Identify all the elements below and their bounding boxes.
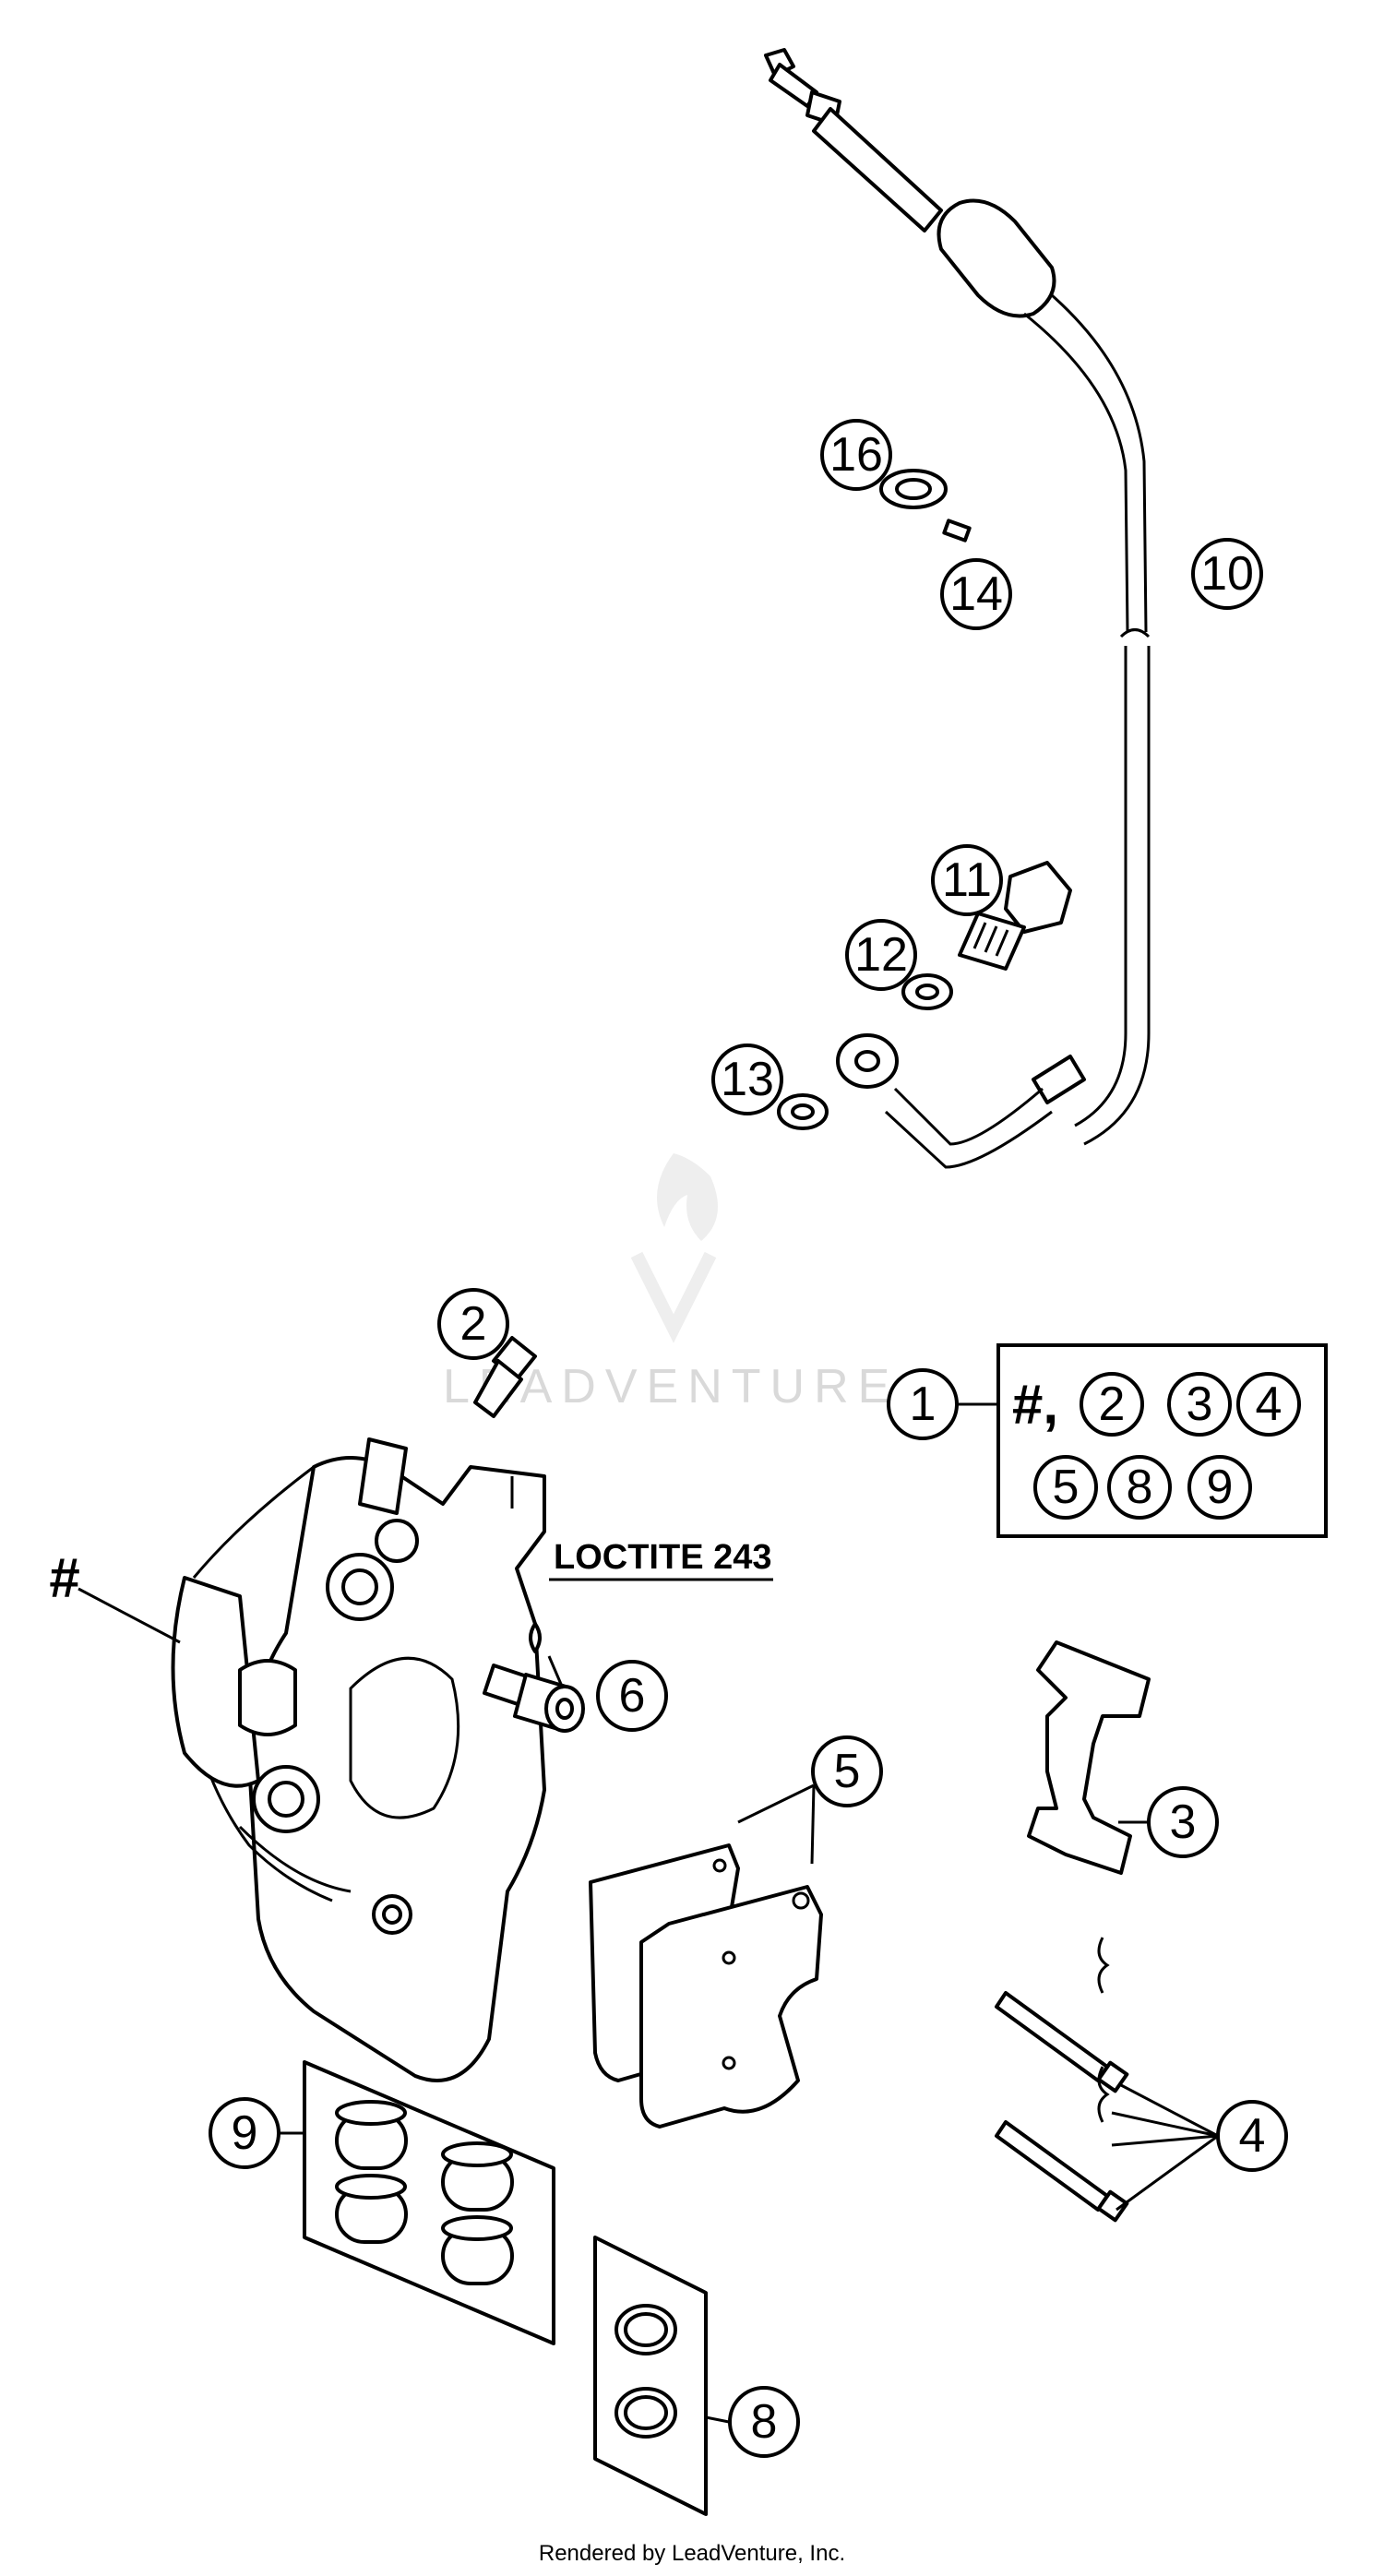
clip-screw: [942, 519, 972, 543]
svg-text:14: 14: [949, 567, 1003, 621]
callout-3: 3: [1147, 1786, 1219, 1858]
callout-8: 8: [728, 2386, 800, 2458]
callout-2: 2: [437, 1288, 509, 1360]
bleeder-screw: [473, 1336, 537, 1418]
svg-text:11: 11: [942, 853, 992, 907]
pad-retaining-pins: [995, 1937, 1129, 2223]
callout-11: 11: [931, 844, 1003, 916]
loctite-label: LOCTITE 243: [554, 1538, 772, 1577]
svg-text:1: 1: [910, 1377, 937, 1431]
svg-text:8: 8: [751, 2395, 778, 2449]
svg-text:16: 16: [829, 428, 883, 482]
copper-washer-upper: [901, 973, 953, 1010]
pad-spring: [1027, 1640, 1151, 1875]
callout-16: 16: [820, 419, 892, 491]
caliper-hash-label: #: [49, 1547, 79, 1609]
kit-box-contents: #, 2 3 4 5 8 9: [1012, 1372, 1301, 1520]
banjo-bolt: [958, 861, 1072, 971]
brake-caliper: [171, 1437, 546, 2082]
piston-kit: [303, 2060, 555, 2345]
callout-6: 6: [596, 1660, 668, 1732]
svg-text:5: 5: [834, 1745, 861, 1798]
svg-text:9: 9: [232, 2106, 258, 2160]
svg-text:12: 12: [854, 928, 908, 982]
svg-text:3: 3: [1187, 1377, 1213, 1431]
callout-5: 5: [811, 1735, 883, 1807]
svg-text:8: 8: [1127, 1461, 1153, 1514]
seal-kit: [593, 2236, 708, 2516]
svg-text:3: 3: [1170, 1795, 1197, 1849]
svg-text:2: 2: [1099, 1377, 1126, 1431]
svg-text:10: 10: [1200, 547, 1254, 601]
svg-text:4: 4: [1256, 1377, 1283, 1431]
callout-10: 10: [1191, 538, 1263, 610]
svg-text:2: 2: [460, 1297, 487, 1351]
brake-hose: [764, 48, 1151, 1169]
copper-washer-lower: [777, 1093, 829, 1130]
callout-1: 1: [887, 1368, 959, 1440]
callout-14: 14: [940, 558, 1012, 630]
leadventure-watermark-logo: [630, 1153, 718, 1343]
brake-pads: [589, 1843, 823, 2129]
svg-text:9: 9: [1207, 1461, 1234, 1514]
callout-9: 9: [209, 2097, 280, 2169]
svg-text:5: 5: [1053, 1461, 1080, 1514]
footer-credit: Rendered by LeadVenture, Inc.: [539, 2541, 845, 2566]
caliper-mounting-bolt: [483, 1622, 585, 1733]
hose-clip: [879, 469, 948, 509]
svg-text:6: 6: [619, 1669, 646, 1723]
svg-text:13: 13: [721, 1053, 774, 1106]
kit-hash-label: #,: [1012, 1374, 1058, 1436]
callout-12: 12: [845, 919, 917, 991]
svg-text:4: 4: [1239, 2109, 1266, 2163]
callout-4: 4: [1216, 2100, 1288, 2172]
callout-13: 13: [711, 1044, 783, 1115]
leader-lines: [78, 1402, 1219, 2424]
